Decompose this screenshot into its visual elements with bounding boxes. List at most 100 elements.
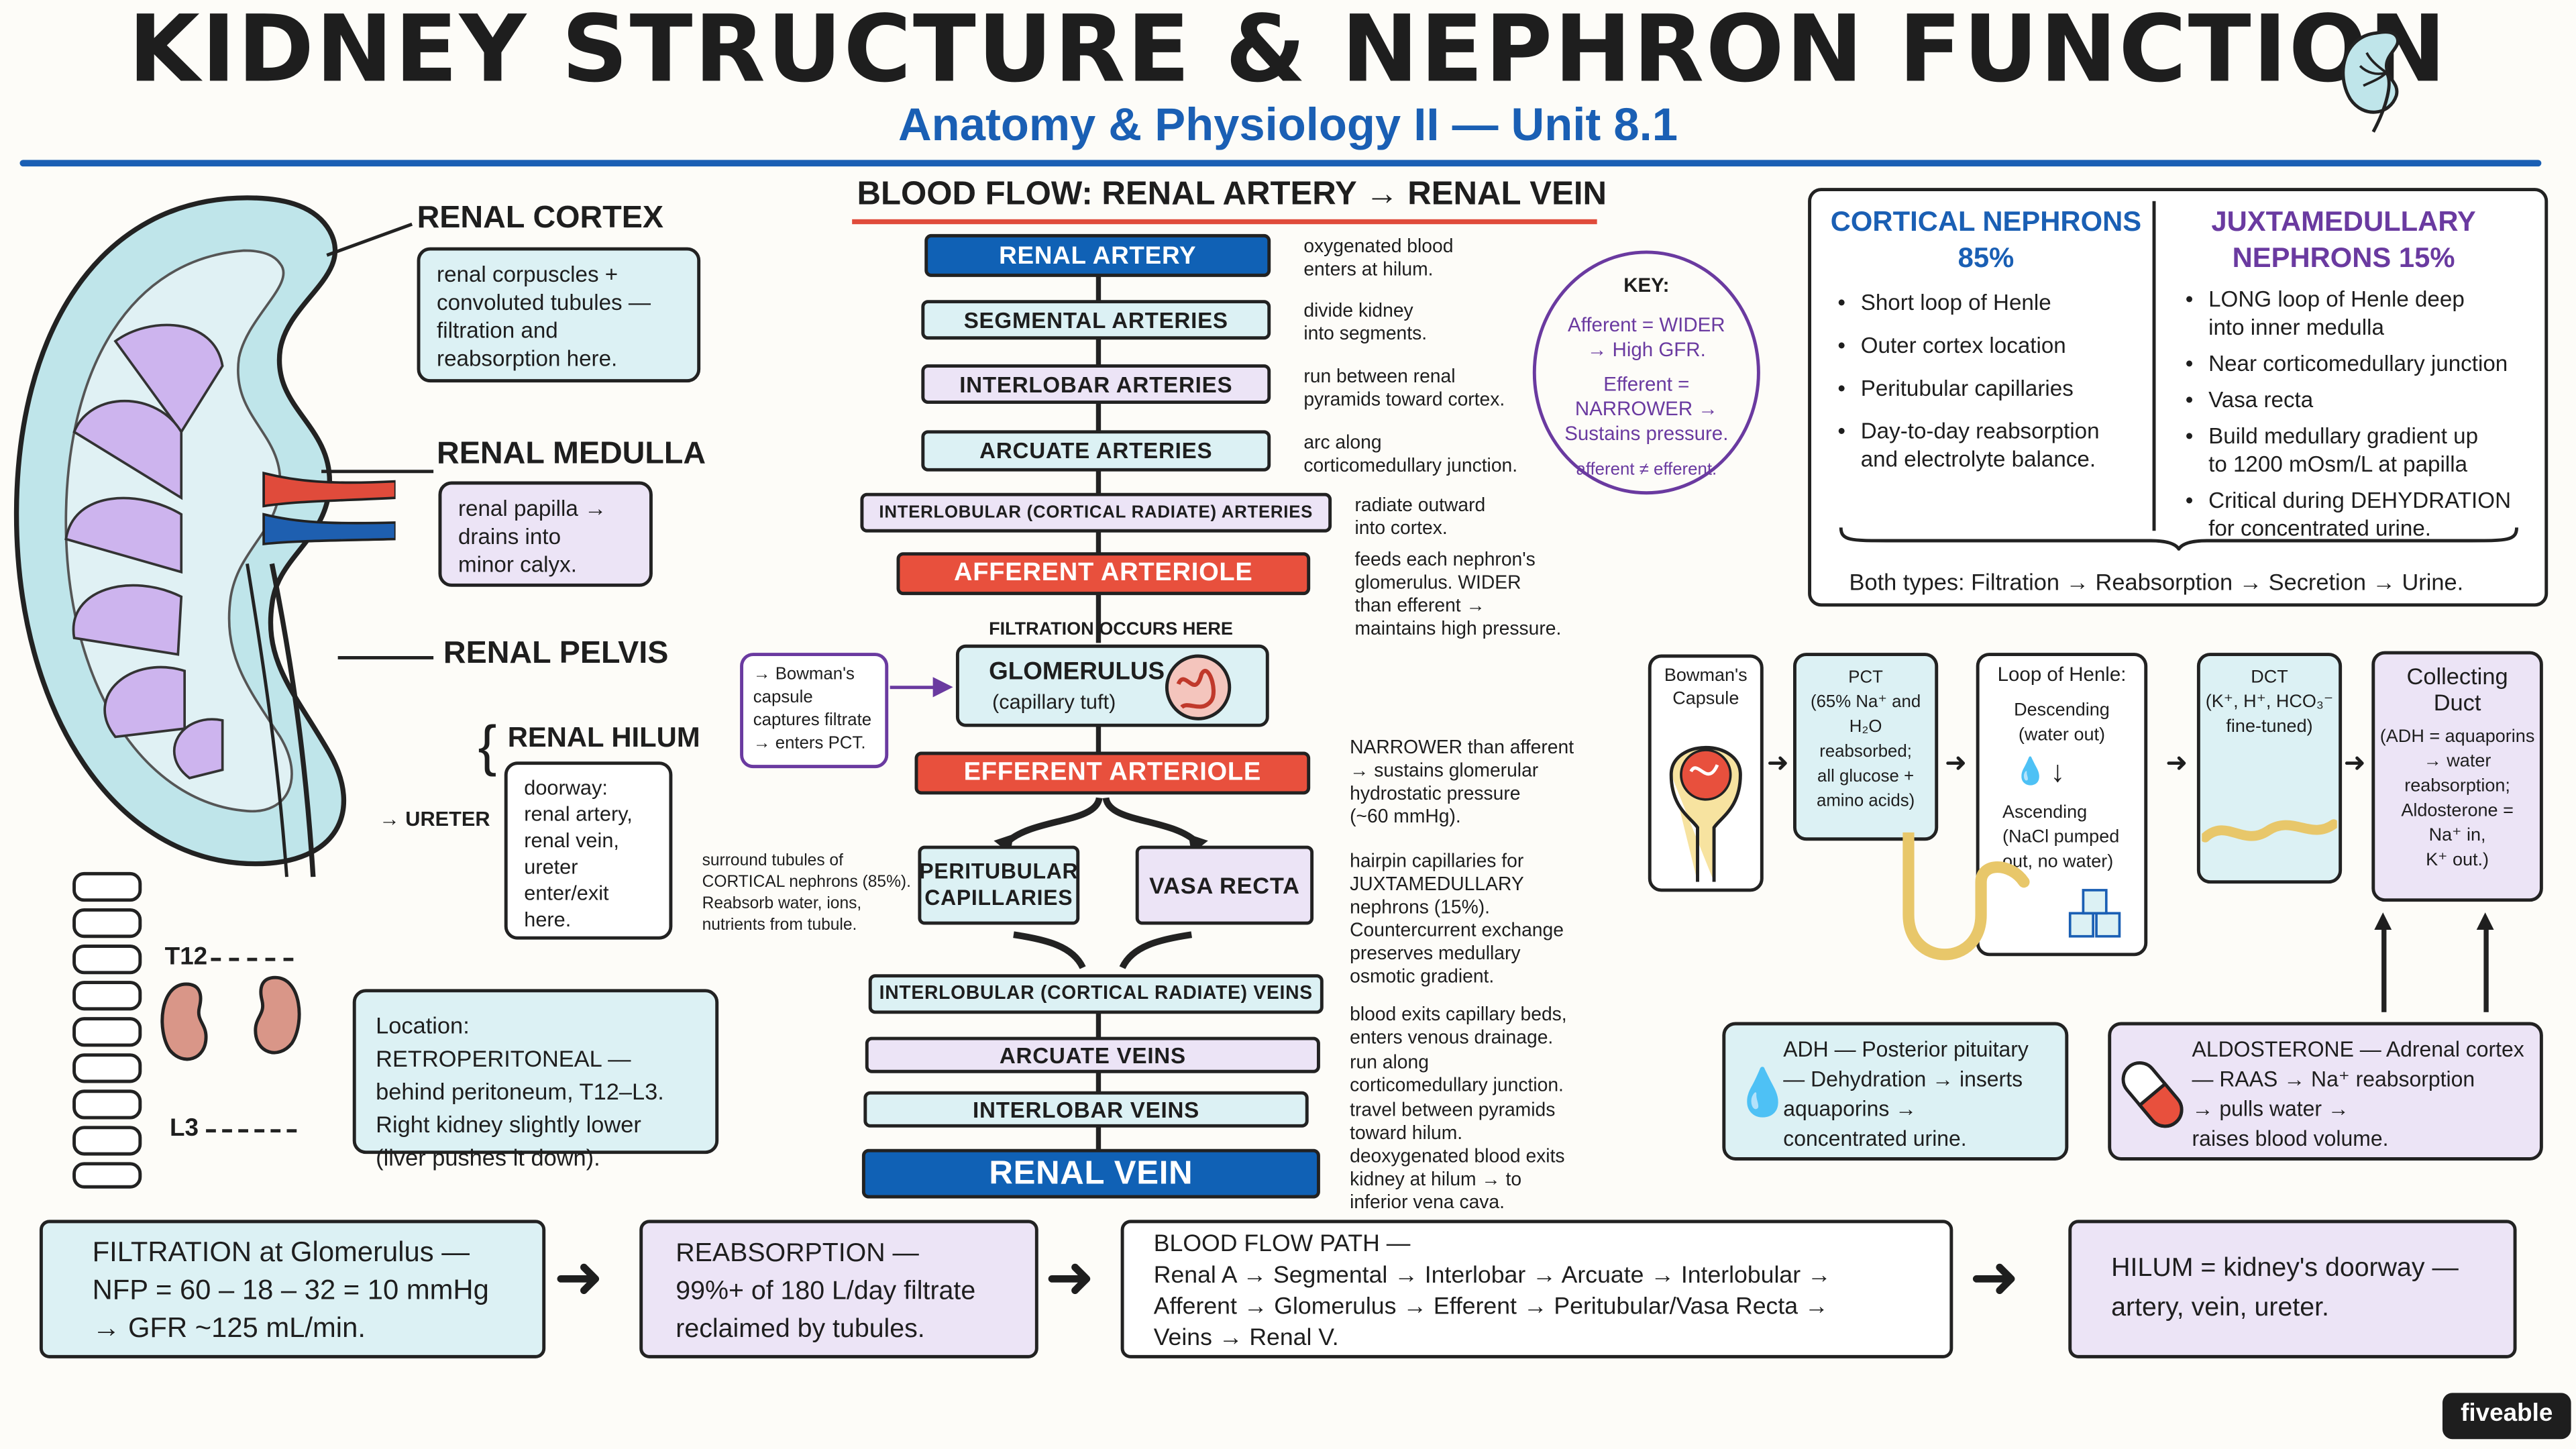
loop-descending: Descending (water out) (2014, 700, 2110, 745)
cortical-item: Day-to-day reabsorption and electrolyte … (1834, 417, 2155, 474)
spine-illustration (41, 865, 337, 1195)
hilum-brace: { (478, 715, 497, 778)
segmental-note: divide kidney into segments. (1303, 301, 1428, 345)
brand-badge (2442, 1393, 2571, 1440)
flow-vertical-line-2 (1095, 725, 1102, 759)
cortical-list: Short loop of Henle Outer cortex locatio… (1834, 288, 2155, 488)
afferent-note: feeds each nephron's glomerulus. WIDER t… (1354, 550, 1562, 640)
arrow-icon: ➜ (1044, 1242, 1095, 1311)
renal-medulla-label: RENAL MEDULLA (437, 437, 706, 472)
bowman-capsule-icon (1658, 725, 1754, 882)
interlobar-veins-box: INTERLOBAR VEINS (863, 1091, 1309, 1128)
bowman-note: → Bowman's capsule captures filtrate → e… (740, 653, 889, 769)
key-line1: Afferent = WIDER → High GFR. (1568, 313, 1725, 362)
hilum-summary: HILUM = kidney's doorway — artery, vein,… (2068, 1220, 2517, 1358)
collecting-duct-title: Collecting Duct (2406, 662, 2508, 716)
cortical-item: Peritubular capillaries (1834, 374, 2155, 402)
jm-item: Build medullary gradient up to 1200 mOsm… (2182, 422, 2542, 478)
cortical-item: Short loop of Henle (1834, 288, 2155, 317)
up-arrow-adh (2381, 920, 2387, 1012)
renal-medulla-note: renal papilla → drains into minor calyx. (438, 481, 653, 587)
adh-drop-icon: 💧 (1733, 1066, 1792, 1118)
down-arrow-icon: ↓ (2050, 755, 2065, 788)
filtration-summary: FILTRATION at Glomerulus — NFP = 60 – 18… (39, 1220, 546, 1358)
segmental-arteries-box: SEGMENTAL ARTERIES (921, 300, 1271, 340)
both-types-note: Both types: Filtration → Reabsorption → … (1849, 568, 2464, 596)
collecting-duct-box (2371, 651, 2543, 902)
arcuate-veins-box: ARCUATE VEINS (865, 1036, 1320, 1073)
location-note: Location: RETROPERITONEAL — behind perit… (352, 989, 719, 1171)
l3-line (206, 1129, 297, 1133)
glomerulus-label: GLOMERULUS (989, 657, 1165, 686)
cortical-item: Outer cortex location (1834, 331, 2155, 360)
renal-hilum-note: doorway: renal artery, renal vein, urete… (504, 761, 673, 940)
vasa-recta-box: VASA RECTA (1135, 845, 1314, 925)
key-line2: Efferent = NARROWER → Sustains pressure. (1564, 372, 1729, 445)
renal-vein-note: deoxygenated blood exits kidney at hilum… (1350, 1147, 1565, 1214)
renal-hilum-label: RENAL HILUM (507, 722, 700, 753)
bowman-arrow (890, 686, 947, 690)
aldosterone-note: ALDOSTERONE — Adrenal cortex — RAAS → Na… (2192, 1036, 2524, 1151)
interlobular-arteries-note: radiate outward into cortex. (1354, 496, 1486, 539)
pelvis-leader-line (337, 656, 434, 659)
interlobar-arteries-box: INTERLOBAR ARTERIES (921, 364, 1271, 405)
t12-label: T12 (164, 943, 208, 971)
nephron-brace (1837, 524, 2520, 552)
t12-line (211, 957, 294, 961)
renal-cortex-note: renal corpuscles + convoluted tubules — … (417, 247, 701, 383)
page-title: KIDNEY STRUCTURE & NEPHRON FUNCTION (128, 0, 2448, 104)
kidney-illustration (0, 184, 397, 877)
arrow-icon: ➜ (2165, 750, 2188, 778)
water-drop-icon: 💧 (2014, 758, 2047, 787)
arcuate-arteries-box: ARCUATE ARTERIES (921, 430, 1271, 472)
flow-vertical-line-3 (1095, 1010, 1102, 1151)
nephron-types-divider (2152, 201, 2156, 531)
blood-flow-summary: BLOOD FLOW PATH — Renal A → Segmental → … (1120, 1220, 1953, 1358)
loop-tube-icon (1895, 826, 2043, 965)
arrow-icon: ➜ (553, 1242, 604, 1311)
renal-artery-box: RENAL ARTERY (924, 233, 1271, 277)
aldosterone-box (2108, 1022, 2543, 1161)
blood-flow-heading: BLOOD FLOW: RENAL ARTERY → RENAL VEIN (857, 176, 1607, 213)
medulla-leader-line (321, 470, 434, 474)
interlobular-arteries-box: INTERLOBULAR (CORTICAL RADIATE) ARTERIES (860, 492, 1332, 533)
page-subtitle: Anatomy & Physiology II — Unit 8.1 (898, 99, 1678, 150)
interlobar-veins-note: travel between pyramids toward hilum. (1350, 1101, 1556, 1144)
reabsorption-summary: REABSORPTION — 99%+ of 180 L/day filtrat… (639, 1220, 1038, 1358)
renal-pelvis-label: RENAL PELVIS (443, 636, 669, 672)
brand-name: fiveable (2461, 1399, 2553, 1428)
capsule-pill-icon (2119, 1055, 2185, 1134)
interlobular-veins-box: INTERLOBULAR (CORTICAL RADIATE) VEINS (868, 974, 1324, 1014)
interlobar-arteries-note: run between renal pyramids toward cortex… (1303, 367, 1505, 411)
collecting-duct-note: (ADH = aquaporins → water reabsorption; … (2379, 727, 2535, 871)
adh-box (1722, 1022, 2069, 1161)
renal-artery-note: oxygenated blood enters at hilum. (1303, 237, 1454, 280)
arcuate-arteries-note: arc along corticomedullary junction. (1303, 433, 1518, 477)
afferent-arteriole-box: AFFERENT ARTERIOLE (896, 552, 1311, 596)
cortical-title: CORTICAL NEPHRONS 85% (1830, 206, 2142, 274)
key-line3: afferent ≠ efferent. (1576, 460, 1717, 480)
arrow-icon: ➜ (1766, 750, 1789, 778)
loop-of-henle-box (1976, 653, 2148, 957)
renal-vein-box: RENAL VEIN (861, 1148, 1320, 1199)
salt-cubes-icon (2063, 883, 2136, 946)
kidney-logo-icon (2327, 17, 2443, 149)
jm-item: Near corticomedullary junction (2182, 350, 2542, 378)
dct-tube-icon (2200, 804, 2339, 854)
key-circle (1532, 250, 1760, 495)
glomerulus-sublabel: (capillary tuft) (991, 690, 1116, 714)
up-arrow-aldo (2483, 920, 2489, 1012)
vasa-recta-note: hairpin capillaries for JUXTAMEDULLARY n… (1350, 852, 1564, 987)
up-arrow-head-icon: ▲ (2470, 903, 2500, 936)
jm-title: JUXTAMEDULLARY NEPHRONS 15% (2211, 206, 2476, 274)
arrow-icon: ➜ (2343, 750, 2366, 778)
loop-ascending: Ascending (NaCl pumped out, no water) (2002, 802, 2120, 872)
arrow-icon: ➜ (1969, 1242, 2020, 1311)
arcuate-veins-note: run along corticomedullary junction. (1350, 1053, 1564, 1097)
bowman-capsule-label: Bowman's Capsule (1664, 665, 1748, 709)
efferent-arteriole-box: EFFERENT ARTERIOLE (914, 751, 1311, 795)
glomerulus-icon (1162, 651, 1234, 724)
key-title: KEY: (1623, 273, 1670, 297)
blood-flow-underline (852, 219, 1597, 225)
jm-item: Critical during DEHYDRATION for concentr… (2182, 486, 2542, 543)
